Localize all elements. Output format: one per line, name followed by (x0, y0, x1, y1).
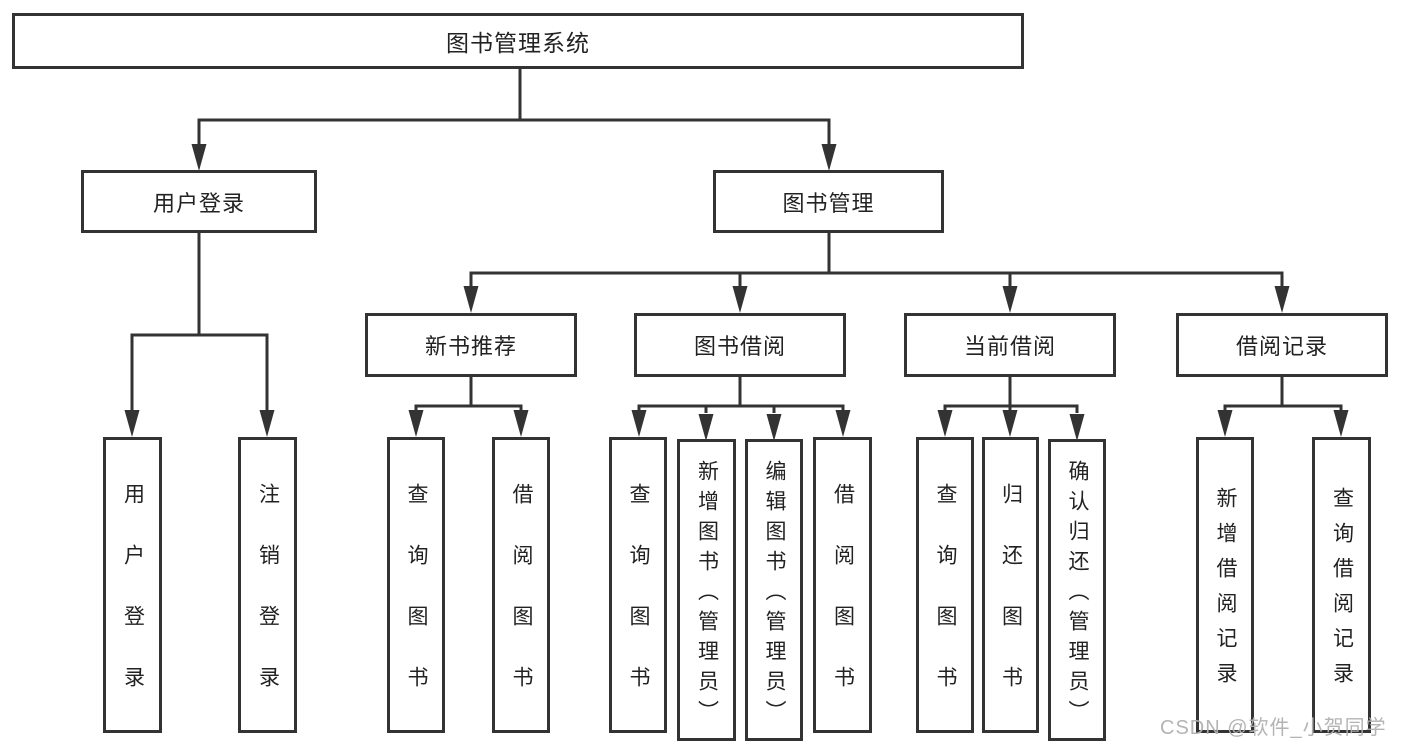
leaf-label: 新增借阅记录 (1214, 487, 1237, 697)
leaf-query-borrow-record: 查询借阅记录 (1312, 437, 1371, 733)
node-label: 当前借阅 (963, 334, 1056, 359)
leaf-query-books-recommend: 查询图书 (387, 437, 445, 733)
leaf-confirm-return-admin: 确认归还（管理员） (1048, 439, 1106, 741)
leaf-query-books-current: 查询图书 (916, 437, 974, 733)
node-label: 图书管理系统 (446, 30, 590, 56)
node-book-borrowing: 图书借阅 (634, 313, 846, 377)
node-new-book-recommendation: 新书推荐 (365, 313, 577, 377)
leaf-edit-book-admin: 编辑图书（管理员） (745, 439, 803, 741)
node-label: 借阅记录 (1235, 334, 1328, 359)
leaf-label: 用户登录 (121, 483, 145, 727)
leaf-query-books-borrowing: 查询图书 (609, 437, 667, 733)
leaf-borrow-books-recommend: 借阅图书 (492, 437, 550, 733)
node-user-login: 用户登录 (81, 170, 317, 233)
node-label: 图书管理 (782, 190, 875, 216)
leaf-label: 编辑图书（管理员） (763, 459, 786, 730)
leaf-add-book-admin: 新增图书（管理员） (677, 439, 736, 741)
leaf-label: 借阅图书 (831, 483, 855, 727)
leaf-add-borrow-record: 新增借阅记录 (1196, 437, 1254, 733)
node-label: 新书推荐 (424, 334, 517, 359)
leaf-user-login: 用户登录 (103, 437, 162, 733)
leaf-logout: 注销登录 (238, 437, 297, 733)
node-label: 用户登录 (152, 190, 245, 216)
node-label: 图书借阅 (693, 334, 786, 359)
leaf-label: 归还图书 (999, 483, 1023, 727)
leaf-return-book: 归还图书 (982, 437, 1039, 733)
node-borrowing-records: 借阅记录 (1176, 313, 1388, 377)
leaf-label: 新增图书（管理员） (695, 459, 719, 730)
csdn-watermark: CSDN @软件_小贺同学 (1160, 717, 1387, 739)
leaf-borrow-books-borrowing: 借阅图书 (813, 437, 872, 733)
node-book-management: 图书管理 (713, 170, 944, 233)
leaf-label: 查询图书 (934, 483, 957, 727)
node-current-borrowing: 当前借阅 (904, 313, 1116, 377)
leaf-label: 借阅图书 (510, 483, 533, 727)
leaf-label: 确认归还（管理员） (1066, 459, 1089, 730)
arrowheads (124, 144, 1349, 441)
leaf-label: 查询图书 (627, 483, 650, 727)
leaf-label: 查询图书 (405, 483, 428, 727)
leaf-label: 注销登录 (256, 483, 280, 727)
leaf-label: 查询借阅记录 (1330, 487, 1354, 697)
node-library-management-system: 图书管理系统 (12, 13, 1024, 69)
